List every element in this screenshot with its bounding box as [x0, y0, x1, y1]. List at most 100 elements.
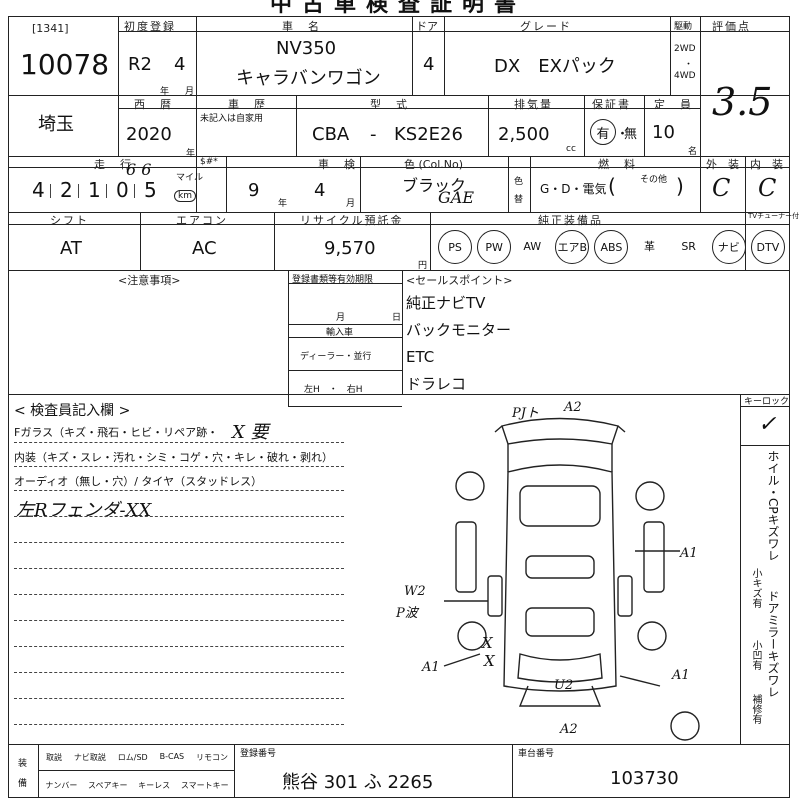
sheet-title: 中古車検査証明書 [270, 0, 527, 17]
equipment-item: エアB [555, 230, 590, 264]
legend-text: ワレ [766, 537, 780, 562]
car-damage-diagram [443, 417, 700, 741]
footer-items-bottom: ナンバースペアキーキーレススマートキー [40, 780, 234, 791]
equipment-item: PW [477, 230, 512, 264]
doc-deadline-label: 登録書類等有効期限 [292, 275, 374, 285]
recycle-unit: 円 [418, 261, 428, 271]
inspection-year: 9 [248, 180, 260, 201]
header-line [288, 283, 402, 285]
shift-label: シフト [50, 214, 89, 227]
fuel-paren-close: ) [676, 174, 684, 198]
rule-line [14, 672, 344, 673]
divider [700, 16, 702, 156]
notes-label: <注意事項> [118, 274, 181, 287]
hood [517, 653, 603, 683]
footer-item: スマートキー [180, 781, 229, 790]
leader-line [443, 653, 481, 667]
divider [508, 156, 510, 212]
front-bumper [518, 685, 602, 707]
interior-label: 内 装 [750, 158, 783, 171]
rule-line [14, 620, 344, 621]
spoiler-struts [507, 444, 613, 472]
glass-mark: X 要 [232, 422, 269, 443]
header-line [288, 337, 402, 339]
inspector-line-glass: Fガラス（キズ・飛石・ヒビ・リペア跡・ [14, 426, 219, 439]
rule-line [14, 542, 344, 543]
divider [670, 16, 672, 95]
history-label: 車 歴 [228, 98, 267, 111]
footer-item: ナビ取説 [73, 753, 106, 762]
row4-bottom-line [8, 270, 790, 272]
divider [118, 95, 120, 156]
divider [512, 744, 514, 798]
notes-bottom-line [8, 394, 790, 396]
sales-point: バックモニター [406, 321, 512, 339]
import-label: 輸入車 [326, 328, 354, 338]
dealer-label: ディーラー・並行 [300, 352, 372, 362]
digit-separator [134, 184, 135, 198]
left-front-door [487, 575, 503, 617]
equipment-item: 革 [644, 240, 656, 253]
footer-item: キーレス [138, 781, 171, 790]
footer-item: ロム/SD [117, 753, 148, 762]
car-name-1: NV350 [276, 38, 337, 59]
legend-small-scratch: 小キズ有 [750, 568, 761, 608]
right-rear-door [643, 521, 665, 593]
model-label: 型 式 [370, 98, 409, 111]
inspection-month: 4 [314, 180, 326, 201]
diagram-label: A1 [422, 660, 440, 675]
car-name-label: 車 名 [282, 20, 321, 33]
rule-line [14, 466, 344, 467]
divider [38, 744, 40, 798]
divider [140, 212, 142, 270]
row1-bottom-line [8, 95, 790, 97]
divider [430, 212, 432, 270]
rule-line [14, 442, 344, 443]
model-year-unit: 年 [186, 149, 196, 159]
color-change-2: 替 [514, 195, 524, 205]
fuel-paren-open: ( [608, 174, 616, 198]
diagram-label: X [484, 652, 495, 670]
legend-text: キズ [766, 650, 780, 674]
diagram-label: W2 [404, 584, 426, 599]
mileage-digit: 5 [144, 178, 157, 202]
color-name: ブラック [402, 176, 467, 195]
row3-bottom-line [8, 212, 790, 214]
legend-mirror: ドアミラーキズワレ [766, 590, 780, 740]
rule-line [14, 724, 344, 725]
chassis-number: 103730 [610, 768, 679, 789]
lot-prefix: [1341] [32, 22, 69, 35]
spare-wheel [670, 711, 700, 741]
divider [226, 156, 228, 212]
sales-points: 純正ナビTV バックモニター ETC ドラレコ [406, 290, 511, 398]
divider [745, 212, 747, 270]
month-unit: 月 [185, 87, 195, 97]
color-change-1: 色 [514, 177, 524, 187]
recycle: 9,570 [324, 238, 376, 259]
divider [740, 394, 742, 744]
drive-label: 駆動 [674, 22, 693, 32]
inspector-title: < 検査員記入欄 > [14, 403, 131, 419]
diagram-label: A1 [672, 668, 690, 683]
inspection-month-unit: 月 [346, 199, 356, 209]
digit-separator [78, 184, 79, 198]
model-code: KS2E26 [394, 124, 463, 145]
diagram-label: A1 [680, 546, 698, 561]
ac: AC [192, 238, 217, 259]
cc-unit: cc [566, 144, 576, 154]
doc-month: 月 [336, 313, 346, 323]
tuner-label: TVチューナー付 [748, 212, 800, 220]
chassis-label: 車台番号 [518, 749, 555, 759]
header-line [700, 31, 790, 33]
door-label: ドア [416, 20, 438, 33]
divider [745, 156, 747, 212]
shift: AT [60, 238, 82, 259]
digit-separator [50, 184, 51, 198]
dollar-label: $#* [200, 157, 218, 167]
digit-separator [106, 184, 107, 198]
header-line [740, 445, 790, 447]
legend-text: ドアミラー [766, 590, 780, 650]
divider [296, 95, 298, 156]
equipment-item: SR [681, 239, 696, 253]
